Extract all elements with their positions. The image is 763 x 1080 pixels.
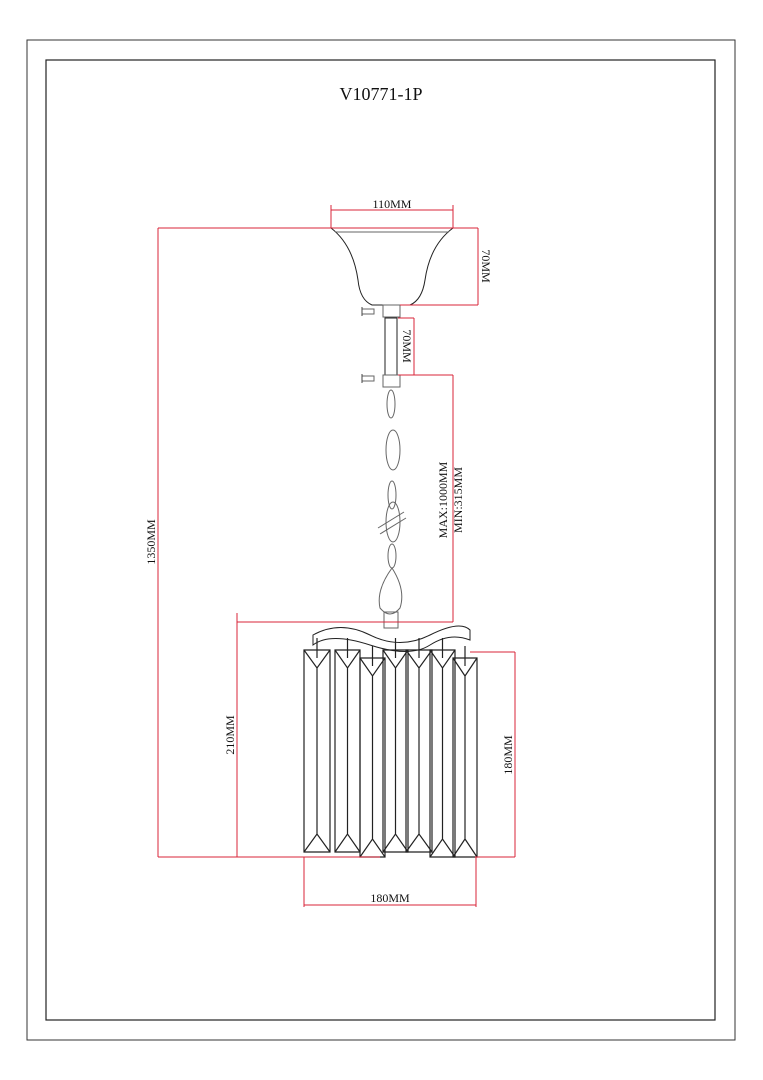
crystal-frame-band [312,625,471,652]
down-rod [384,317,398,376]
outer-border [26,39,736,1041]
drawing-title: V10771-1P [339,84,422,104]
chain [377,389,407,629]
crystal-prisms [303,638,478,858]
screw-icon [361,374,375,383]
rod-coupler [382,374,401,388]
canopy [329,227,455,306]
crystal-prism [452,646,478,858]
inner-frame [45,59,716,1021]
dim-body-height: 210MM [223,715,237,755]
dim-canopy-width: 110MM [373,197,412,211]
crystal-prism [303,638,331,853]
screw-icon [361,307,375,316]
dim-rod-length: 70MM [400,329,414,363]
dim-chain-max: MAX:1000MM [436,461,450,538]
dim-total-height: 1350MM [144,519,158,565]
crystal-prism [334,638,361,853]
dim-crystal-height: 180MM [501,735,515,775]
crystal-prism [405,638,433,853]
hook [378,567,403,615]
dim-canopy-height: 70MM [479,249,493,283]
dim-chain-min: MIN:315MM [451,467,465,533]
dim-body-width: 180MM [370,891,410,905]
canopy-nipple [382,304,401,318]
crystal-prism [359,646,386,858]
crystal-prism [382,638,409,853]
crystal-prism [429,638,456,858]
dimension-lines [157,205,516,907]
